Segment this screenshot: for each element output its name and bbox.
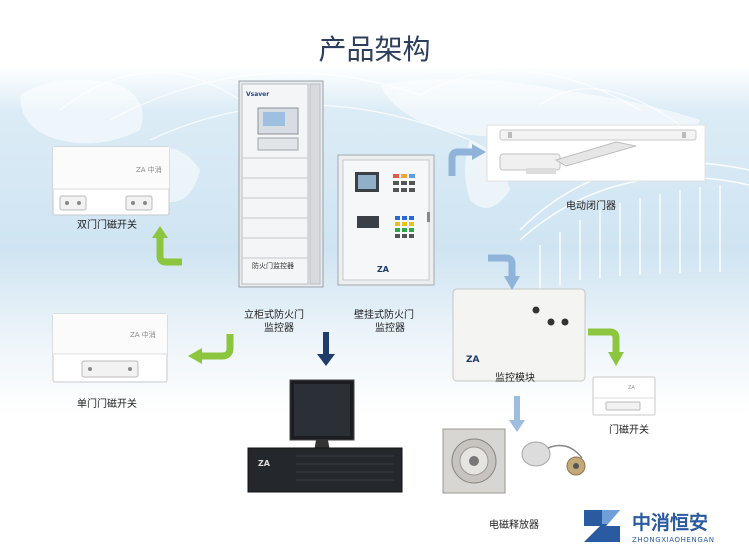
door-switch-label: 门磁开关 <box>609 425 649 436</box>
arrow-right-down-green-icon <box>588 328 624 366</box>
arrow-right-blue-icon <box>448 144 486 176</box>
cabinet-controller-label-2: 监控器 <box>264 323 294 334</box>
module-brand-mark: ZA <box>466 355 480 365</box>
electric-door-closer <box>486 124 706 182</box>
arrow-up-green-icon <box>152 226 182 266</box>
wall-controller-label-1: 壁挂式防火门 <box>354 310 414 321</box>
wall-controller-label-2: 监控器 <box>375 323 405 334</box>
cabinet-controller-label-1: 立柜式防火门 <box>244 310 304 321</box>
arrow-down-lightblue-icon <box>509 396 525 432</box>
door-magnetic-switch: ZA <box>592 376 656 416</box>
door-closer-label: 电动闭门器 <box>566 201 616 212</box>
arrow-down-navy-icon <box>317 332 335 366</box>
computer-workstation: ZA <box>247 379 403 493</box>
arrow-left-green-icon <box>188 334 234 364</box>
svg-text:ZA 中消: ZA 中消 <box>130 330 156 339</box>
wall-brand-mark: ZA <box>377 265 390 274</box>
monitor-module: ZA <box>452 288 586 382</box>
logo-name-cn: 中消恒安 <box>632 511 708 534</box>
cabinet-fire-door-controller: Vsaver 防火门监控器 <box>238 80 324 288</box>
page-title: 产品架构 <box>318 33 431 66</box>
svg-text:ZA 中消: ZA 中消 <box>136 165 162 174</box>
double-door-switch-label: 双门门磁开关 <box>77 220 137 231</box>
electromagnetic-release <box>442 428 586 494</box>
svg-text:ZA: ZA <box>628 385 635 391</box>
single-door-magnetic-switch: ZA 中消 <box>52 313 168 383</box>
workstation-brand-mark: ZA <box>258 459 271 468</box>
double-door-magnetic-switch: ZA 中消 <box>52 146 170 216</box>
company-logo-mark: 中消恒安 ZHONGXIAOHENGAN <box>584 510 715 544</box>
monitor-module-label: 监控模块 <box>495 373 535 384</box>
single-door-switch-label: 单门门磁开关 <box>77 399 137 410</box>
cabinet-panel-text: 防火门监控器 <box>252 261 294 270</box>
electromagnetic-release-label: 电磁释放器 <box>489 520 539 531</box>
cabinet-brand: Vsaver <box>246 91 269 98</box>
logo-name-pinyin: ZHONGXIAOHENGAN <box>632 536 715 544</box>
arrow-down-blue-icon <box>488 254 520 290</box>
company-logo: 中消恒安 ZHONGXIAOHENGAN <box>580 504 745 548</box>
wall-fire-door-controller: ZA <box>337 154 435 286</box>
